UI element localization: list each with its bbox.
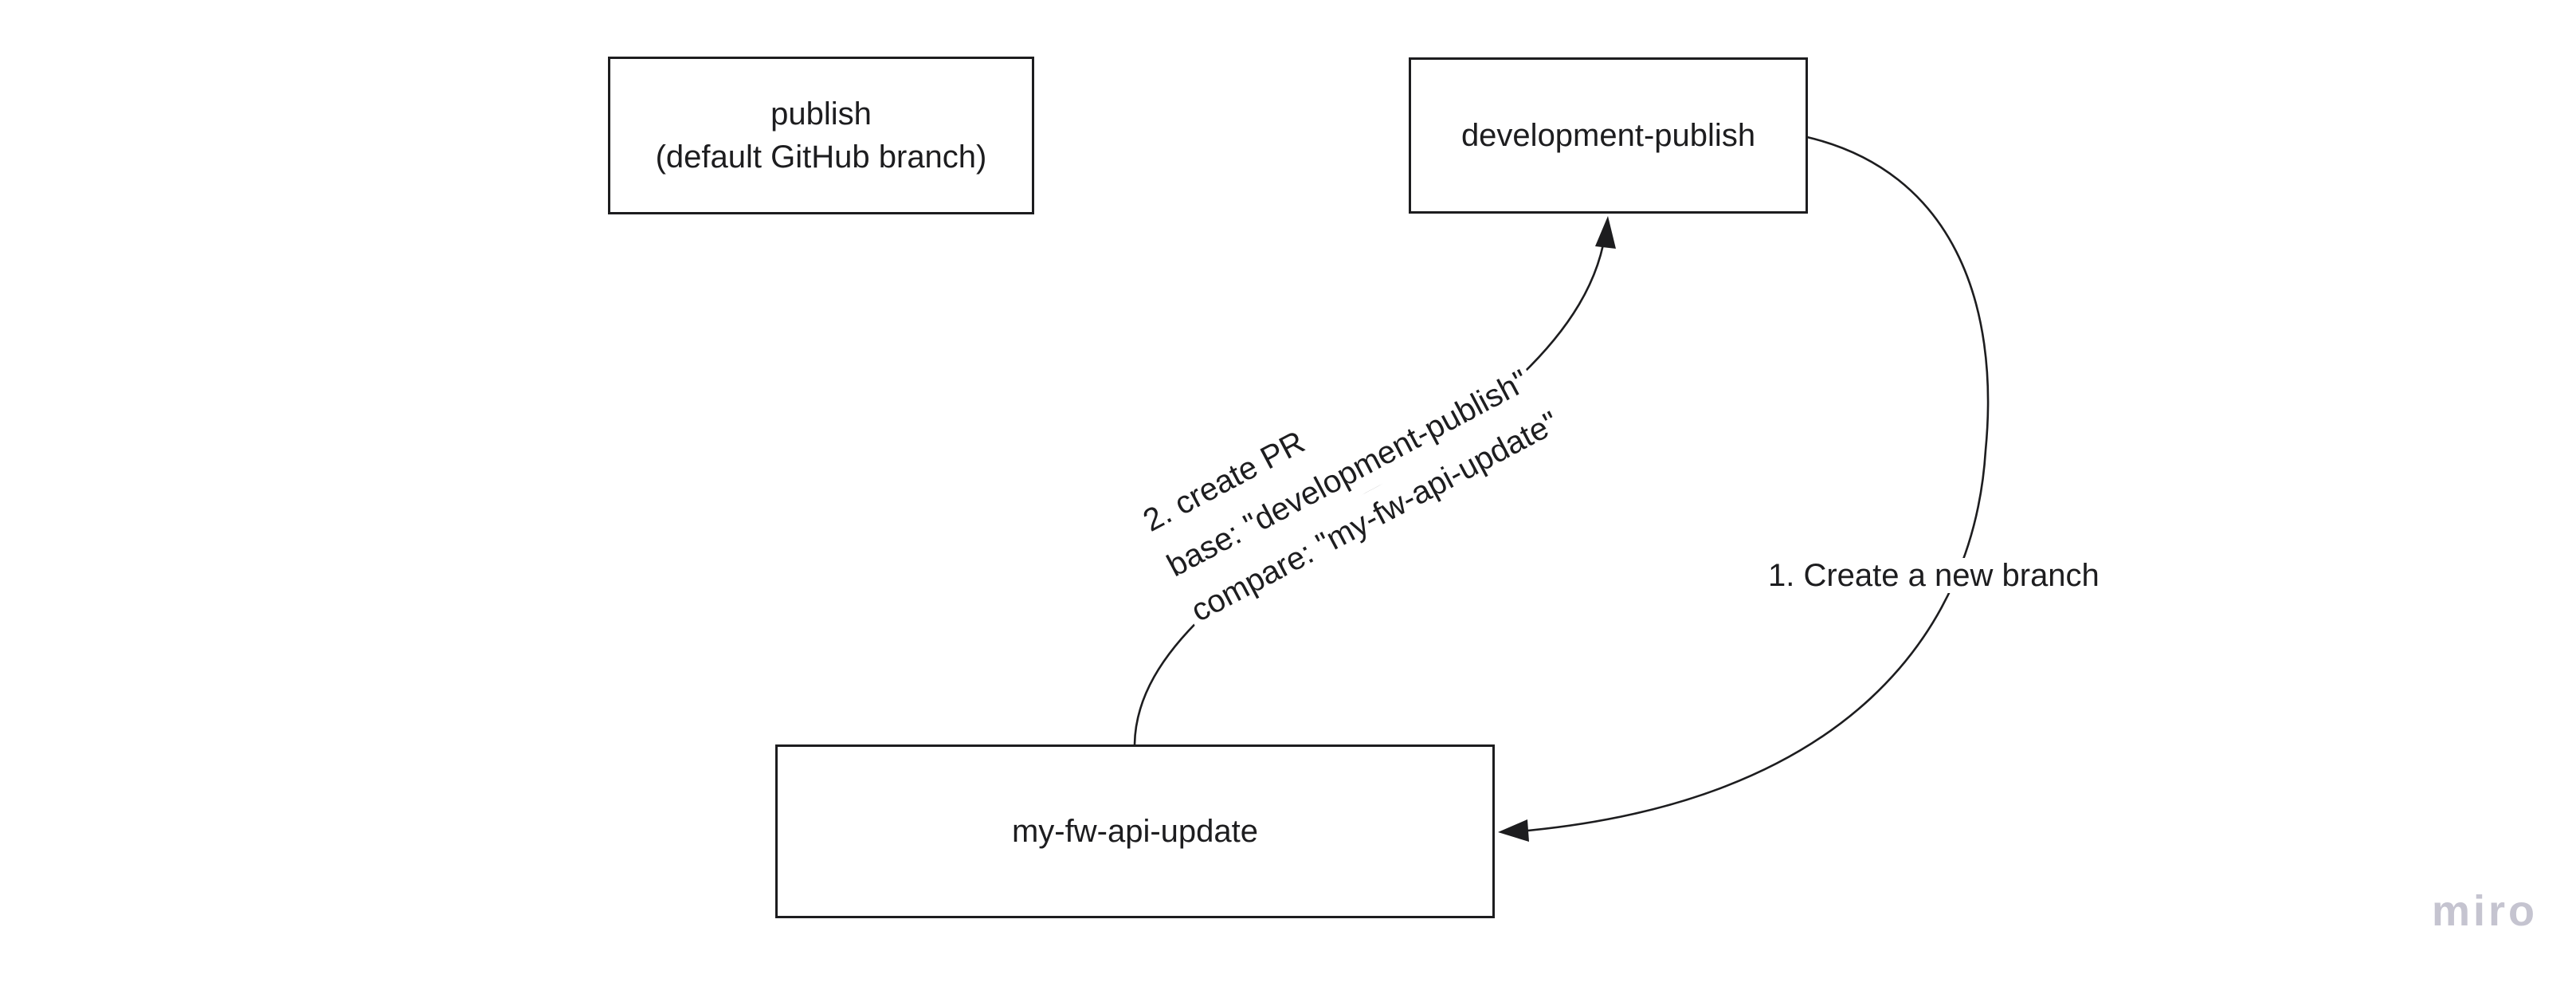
node-publish-label-line2: (default GitHub branch): [655, 139, 987, 175]
node-development-publish[interactable]: development-publish: [1409, 57, 1808, 214]
arrowhead-create-pr: [1595, 216, 1616, 249]
miro-logo-watermark: miro: [2432, 887, 2539, 935]
edge-label-create-branch[interactable]: 1. Create a new branch: [1762, 554, 2106, 597]
edge-label-create-branch-text: 1. Create a new branch: [1762, 558, 2106, 593]
node-development-publish-label: development-publish: [1461, 118, 1756, 153]
node-publish[interactable]: publish (default GitHub branch): [608, 57, 1034, 214]
edge-create-branch-line[interactable]: [1509, 136, 1990, 834]
node-my-fw-api-update[interactable]: my-fw-api-update: [775, 744, 1495, 918]
node-my-fw-api-update-label: my-fw-api-update: [1011, 814, 1258, 849]
arrowhead-create-branch: [1498, 819, 1529, 842]
node-publish-label-line1: publish: [770, 96, 872, 132]
